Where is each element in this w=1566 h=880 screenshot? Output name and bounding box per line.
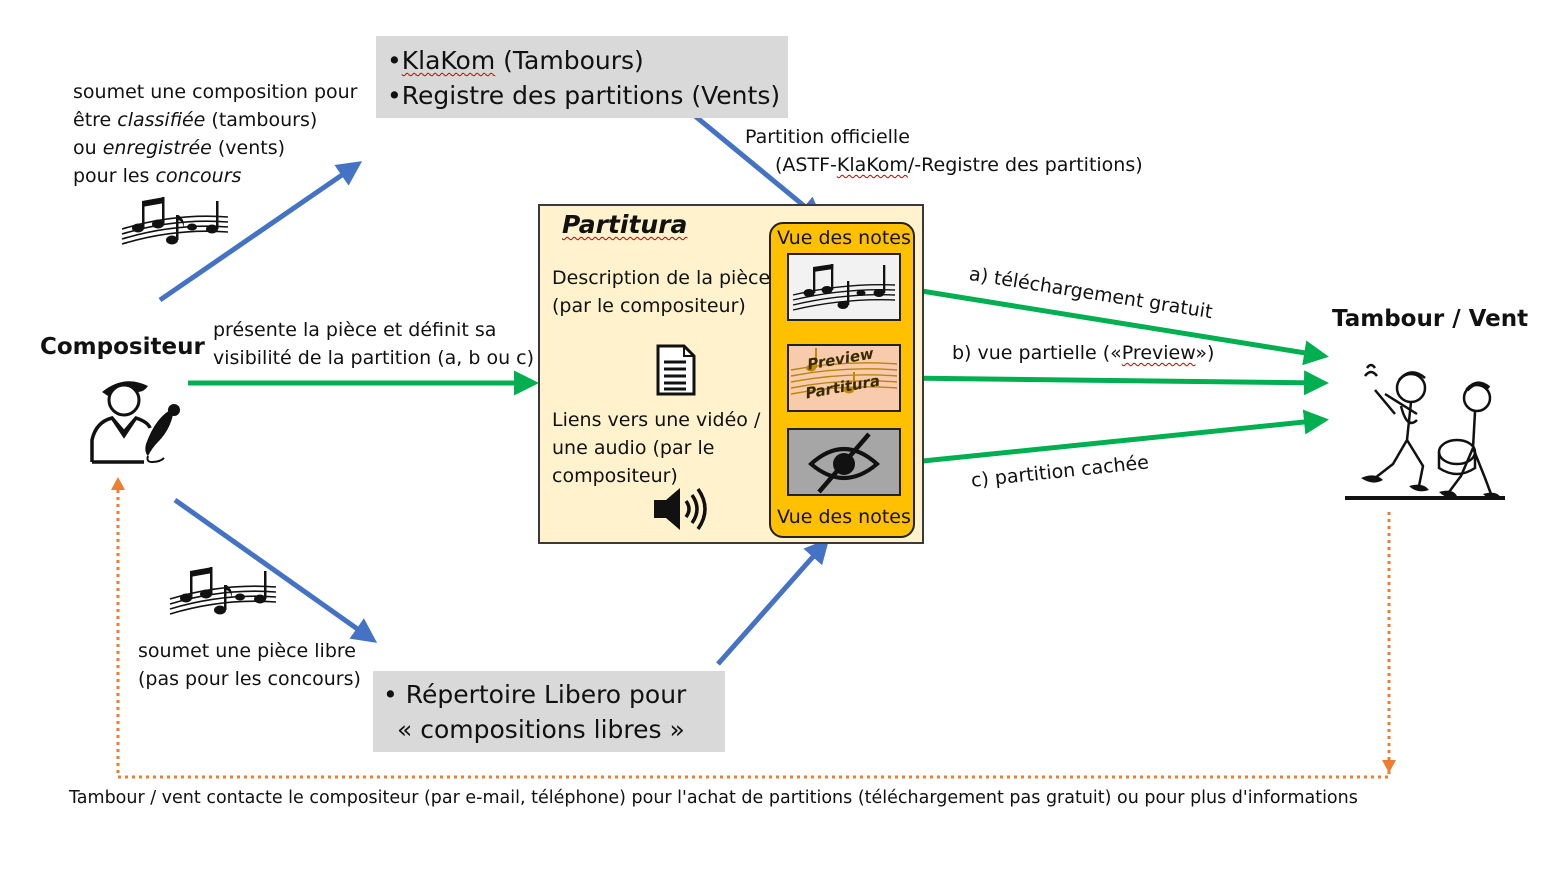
music-notes-icon [121, 197, 229, 245]
music-notes-icon [169, 567, 277, 615]
arrow-composer-to-libero [173, 497, 378, 643]
dotted-arrowhead-up [111, 477, 125, 490]
arrow-composer-to-klakom [158, 161, 363, 303]
libero-repertoire-box: • Répertoire Libero pour « compositions … [373, 671, 725, 752]
arrow-libero-to-vue [716, 538, 830, 666]
preview-watermark-icon [790, 348, 898, 395]
tambours-label: (Tambours) [495, 46, 644, 75]
submit-libre-text: soumet une pièce libre (pas pour les con… [138, 640, 361, 690]
bullet: • [387, 46, 402, 75]
submit-composition-text: soumet une composition pour être classif… [73, 81, 358, 187]
composer-label: Compositeur [40, 334, 205, 360]
speaker-icon [654, 487, 707, 531]
libero-label: • Répertoire Libero pour [383, 680, 687, 709]
option-b-label: b) vue partielle («Preview») [952, 342, 1215, 364]
partitura-title: Partitura [562, 210, 688, 239]
compositions-libres-label: « compositions libres » [397, 715, 685, 744]
media-links-text: Liens vers une vidéo / une audio (par le… [552, 409, 761, 487]
contact-footer-text: Tambour / vent contacte le compositeur (… [69, 788, 1358, 808]
arrow-option-a [902, 285, 1329, 366]
composer-icon [90, 381, 180, 464]
dotted-arrowhead-down [1382, 760, 1396, 773]
arrow-option-b [902, 370, 1329, 396]
document-icon [656, 344, 696, 396]
official-score-text: Partition officielle (ASTF-KlaKom/-Regis… [745, 126, 1143, 176]
klakom-link[interactable]: KlaKom [401, 46, 496, 75]
recipient-label: Tambour / Vent [1332, 306, 1529, 332]
music-notes-icon [792, 264, 896, 311]
preview-thumbnail[interactable]: Preview Partitura [787, 344, 901, 412]
score-view-top-label: Vue des notes [777, 227, 911, 249]
hidden-score-thumbnail[interactable] [787, 428, 901, 496]
piece-description-text: Description de la pièce (par le composit… [552, 267, 771, 317]
eye-slash-icon [807, 432, 881, 494]
arrow-registry-to-vue [693, 114, 824, 223]
score-view-bottom-label: Vue des notes [777, 506, 911, 528]
arrow-option-c [902, 409, 1329, 466]
klakom-registry-box: •KlaKom (Tambours) •Registre des partiti… [376, 36, 788, 118]
free-download-thumbnail[interactable] [787, 253, 901, 321]
present-piece-text: présente la pièce et définit sa visibili… [213, 319, 535, 369]
registry-label: •Registre des partitions (Vents) [387, 81, 781, 110]
drummer-piper-illustration [1345, 363, 1505, 500]
